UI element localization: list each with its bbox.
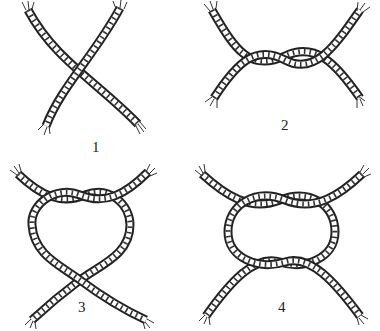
rope-figure-1 — [22, 0, 146, 135]
rope-figure-2 — [204, 1, 370, 108]
stage-number: 2 — [281, 118, 289, 133]
stage-number: 1 — [92, 140, 100, 155]
rope-figure-4 — [195, 164, 371, 325]
stage-number: 4 — [278, 300, 286, 315]
stage-number: 3 — [78, 300, 86, 315]
rope-figure-3 — [10, 164, 157, 329]
